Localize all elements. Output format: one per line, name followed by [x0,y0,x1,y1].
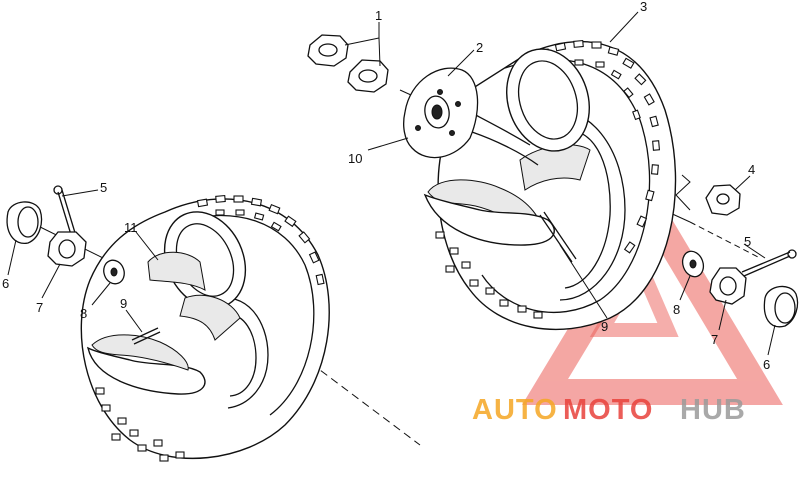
watermark-hub: HUB [680,394,746,426]
callout-9-left: 9 [120,296,127,311]
hub [403,67,479,159]
right-dust-cap [763,285,799,328]
right-washer [681,250,705,278]
callout-9-right: 9 [601,319,608,334]
callout-5-left: 5 [100,180,107,195]
callout-7-left: 7 [36,300,43,315]
leader-lines [7,11,776,356]
watermark-wordmark: AUTO MOTO HUB [472,394,746,426]
callout-5-right: 5 [744,234,751,249]
right-castle-nut [709,267,747,305]
hex-nut [705,184,741,216]
left-cotter-pin [53,185,77,239]
left-dust-cap [6,201,43,244]
castle-nuts [307,34,389,93]
callout-6-left: 6 [2,276,9,291]
right-cotter-pin [741,249,797,277]
callout-11: 11 [124,220,138,235]
callout-2: 2 [476,40,483,55]
left-washer [103,259,125,285]
watermark-auto: AUTO [472,394,558,426]
right-wheel [423,39,677,330]
left-stud-bolt [131,327,161,345]
callout-3: 3 [640,0,647,14]
callout-8-right: 8 [673,302,680,317]
left-wheel [80,194,330,462]
left-castle-nut [47,231,87,267]
callout-10: 10 [348,151,362,166]
callout-8-left: 8 [80,306,87,321]
watermark-moto: MOTO [563,394,653,426]
callout-4: 4 [748,162,755,177]
callout-1: 1 [375,8,382,23]
right-stud-bolt [539,211,577,263]
callout-7-right: 7 [711,332,718,347]
callout-labels: 1 2 3 4 5 5 6 6 7 7 8 8 9 9 10 11 [2,0,770,372]
left-tire-tread-blocks [95,194,325,462]
callout-6-right: 6 [763,357,770,372]
